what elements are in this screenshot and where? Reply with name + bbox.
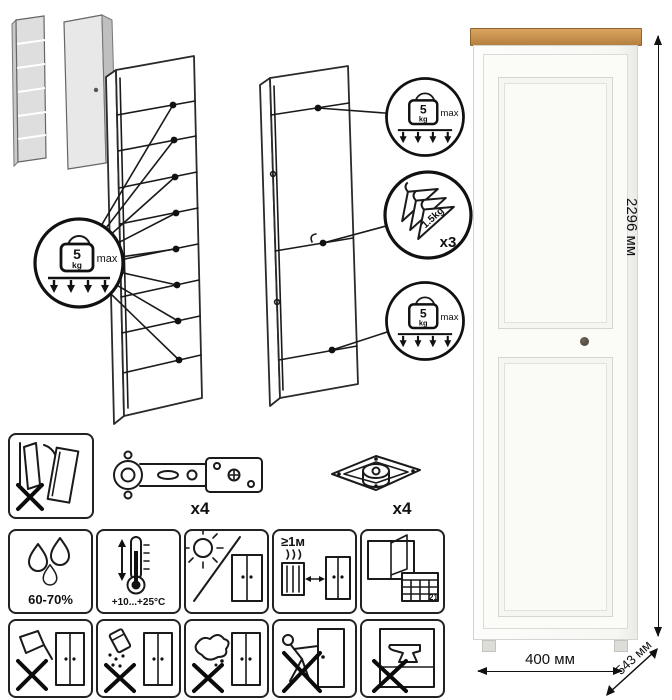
- wardrobe-leg: [614, 640, 628, 652]
- furniture-leg-icon: x4: [331, 455, 421, 518]
- shelf-load-badge: 5 kg max: [33, 217, 125, 309]
- no-abrasive-powder-icon: [96, 619, 181, 698]
- humidity-icon: 60-70%: [8, 529, 93, 614]
- down-arrows-icon: [399, 131, 452, 144]
- hanging-cabinet-diagram: [259, 65, 428, 407]
- wardrobe-door: [483, 54, 628, 629]
- load-unit: kg: [72, 260, 82, 270]
- height-dimension-label: 2296 мм: [623, 198, 640, 257]
- min-distance-label: ≥1м: [281, 534, 305, 549]
- door-panel-top: [498, 77, 613, 329]
- hanger-count: x3: [440, 234, 457, 251]
- down-arrows-icon: [50, 280, 109, 293]
- temperature-label: +10...+25°С: [111, 597, 166, 608]
- anti-tip-warning-icon: [8, 433, 94, 519]
- down-arrows-icon: [399, 335, 452, 348]
- calendar-day-label: 21: [429, 593, 438, 602]
- no-dragging-icon: [272, 619, 357, 698]
- no-sharp-tools-icon: [8, 619, 93, 698]
- hanger-load-badge: 1.5kg x3: [383, 170, 473, 260]
- hinge-count-label: x4: [191, 499, 210, 518]
- load-unit: kg: [419, 318, 428, 327]
- width-dimension-arrow: [477, 666, 623, 675]
- hangers-icon: 1.5kg: [401, 181, 455, 240]
- depth-dimension-arrow: [606, 648, 658, 696]
- wardrobe-body: [473, 45, 638, 640]
- cabinet-thumbnails: [11, 14, 117, 170]
- leg-count-label: x4: [393, 499, 412, 518]
- ventilation-window-icon: 21: [360, 529, 445, 614]
- load-limit: max: [440, 312, 458, 323]
- wardrobe-leg: [482, 640, 496, 652]
- anvil-icon: [388, 644, 421, 663]
- wood-top: [470, 28, 642, 46]
- load-limit: max: [440, 108, 458, 119]
- hinge-icon: x4: [113, 450, 263, 518]
- height-dimension-arrow: [653, 35, 662, 637]
- bottom-load-badge: 5 kg max: [385, 281, 465, 361]
- top-load-badge: 5 kg max: [385, 77, 465, 157]
- door-panel-bottom: [498, 357, 613, 617]
- load-value: 5: [420, 103, 427, 117]
- min-distance-heater-icon: ≥1м: [272, 529, 357, 614]
- width-dimension-label: 400 мм: [525, 651, 575, 668]
- no-direct-sunlight-icon: [184, 529, 269, 614]
- load-unit: kg: [419, 114, 428, 123]
- no-wet-cloth-icon: [184, 619, 269, 698]
- door-knob: [580, 337, 589, 346]
- temperature-icon: +10...+25°С: [96, 529, 181, 614]
- load-value: 5: [73, 246, 81, 262]
- load-value: 5: [420, 307, 427, 321]
- no-heavy-items-icon: [360, 619, 445, 698]
- humidity-label: 60-70%: [28, 592, 73, 607]
- load-limit: max: [97, 253, 118, 265]
